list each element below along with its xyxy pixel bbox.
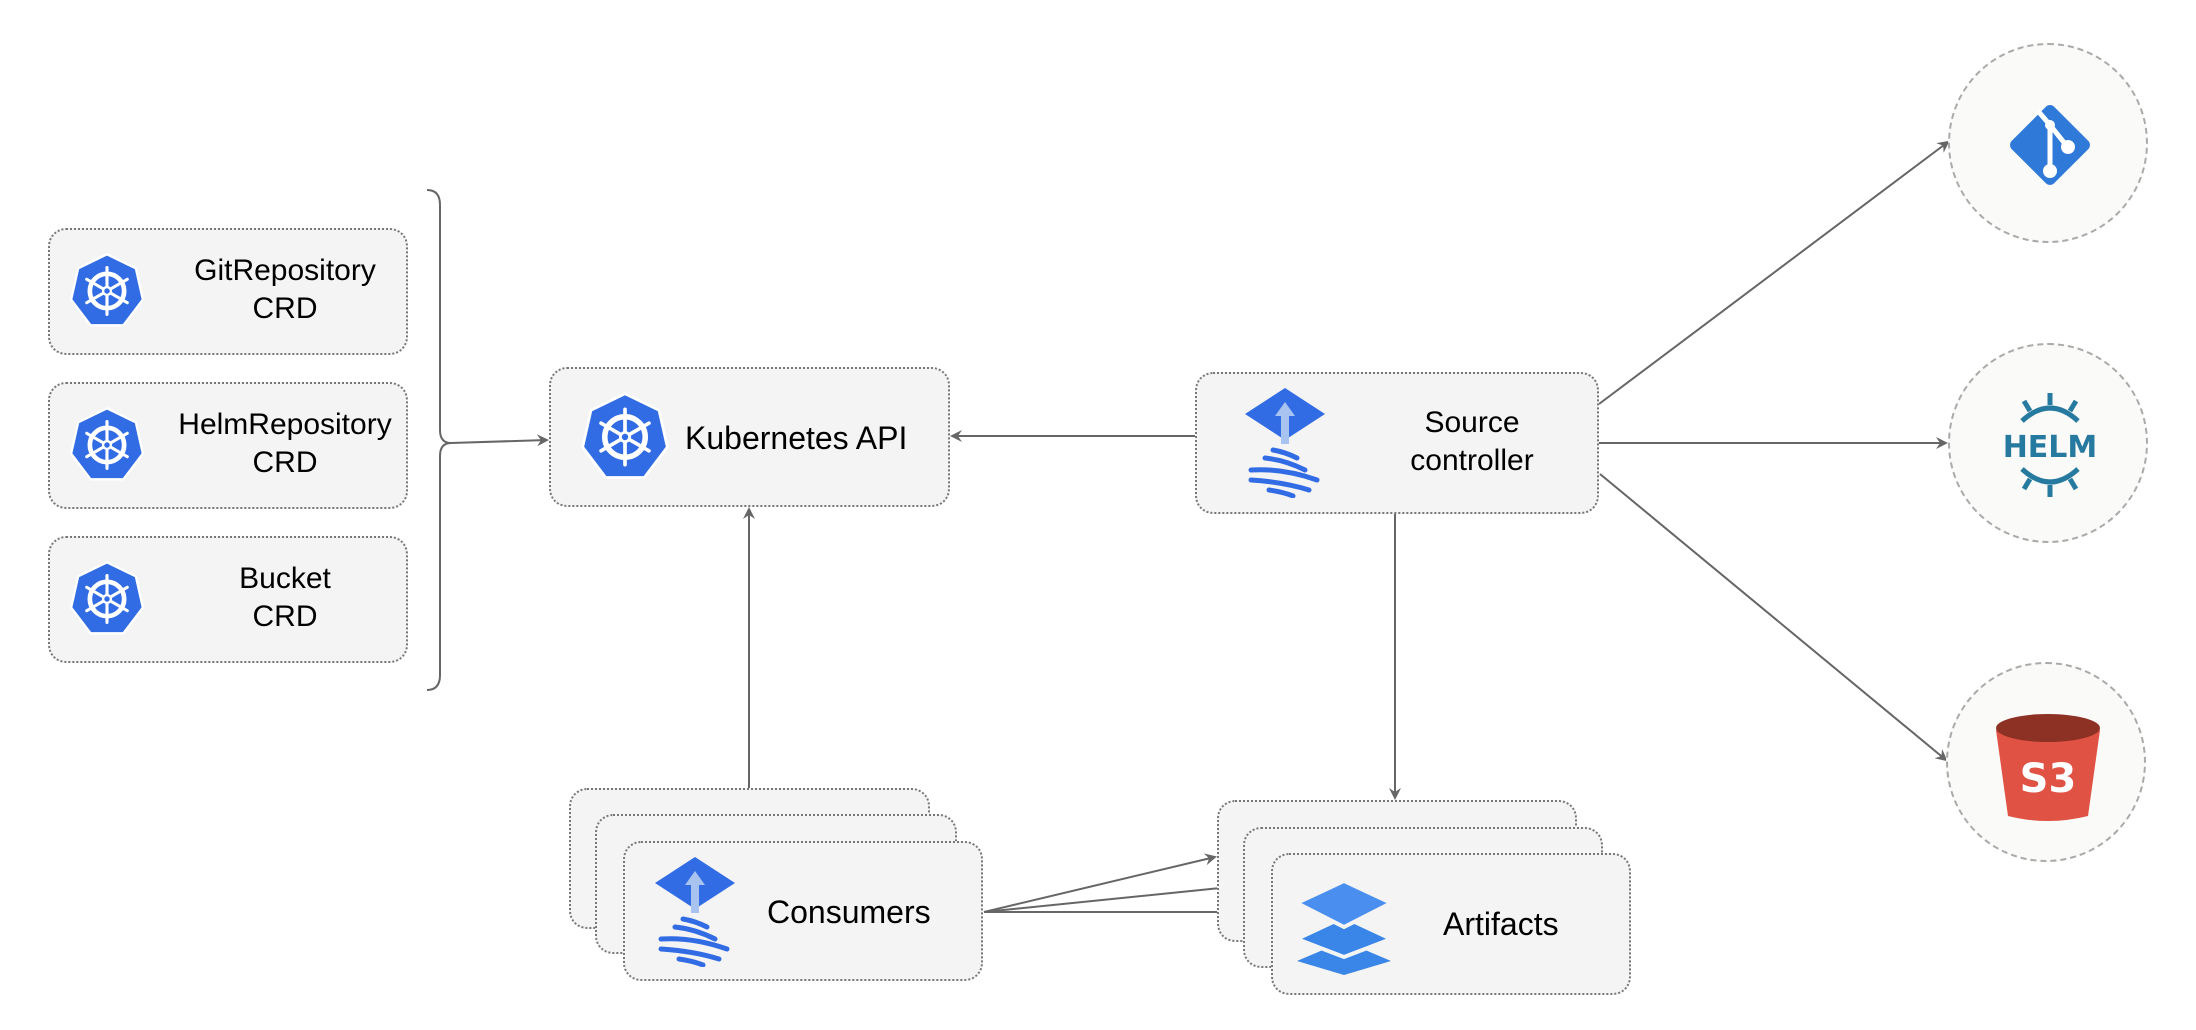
artifacts-label: Artifacts (1443, 906, 1559, 942)
crd-brace (426, 189, 452, 691)
crd-kind: CRD (252, 600, 318, 633)
git-icon (1998, 93, 2102, 202)
source-controller-node[interactable]: Source controller (1195, 372, 1599, 514)
source-controller-label-line1: Source (1424, 406, 1520, 439)
crd-name: GitRepository (194, 254, 376, 287)
artifacts-node[interactable]: Artifacts (1271, 853, 1631, 995)
s3-source-node[interactable]: S3 (1946, 662, 2146, 862)
edge-controller-to-git (1598, 140, 1950, 405)
kubernetes-icon (579, 391, 671, 488)
consumers-label: Consumers (767, 894, 931, 930)
s3-bucket-icon: S3 (1994, 712, 2102, 829)
flux-icon (653, 855, 737, 972)
crd-node-gitrepository[interactable]: GitRepository CRD (48, 228, 408, 355)
crd-kind: CRD (252, 446, 318, 479)
kubernetes-icon (68, 560, 146, 643)
crd-name: Bucket (239, 562, 331, 595)
crd-name: HelmRepository (178, 408, 392, 441)
kubernetes-icon (68, 252, 146, 335)
consumers-node[interactable]: Consumers (623, 841, 983, 981)
s3-label: S3 (2020, 756, 2077, 802)
crd-kind: CRD (252, 292, 318, 325)
kubernetes-api-label: Kubernetes API (685, 420, 908, 456)
kubernetes-api-node[interactable]: Kubernetes API (549, 367, 950, 507)
edge-crds-to-api (450, 434, 549, 447)
helm-icon: HELM (1994, 391, 2106, 504)
source-controller-label-line2: controller (1410, 444, 1534, 477)
crd-node-helmrepository[interactable]: HelmRepository CRD (48, 382, 408, 509)
edge-consumers-to-artifacts-2 (983, 881, 1242, 913)
crd-node-bucket[interactable]: Bucket CRD (48, 536, 408, 663)
layers-icon (1291, 877, 1397, 980)
edge-controller-to-s3 (1599, 473, 1948, 762)
helm-source-node[interactable]: HELM (1948, 343, 2148, 543)
helm-label: HELM (2003, 430, 2098, 465)
flux-icon (1243, 386, 1327, 503)
kubernetes-icon (68, 406, 146, 489)
git-source-node[interactable] (1948, 43, 2148, 243)
edge-consumers-to-artifacts-1 (983, 853, 1217, 913)
